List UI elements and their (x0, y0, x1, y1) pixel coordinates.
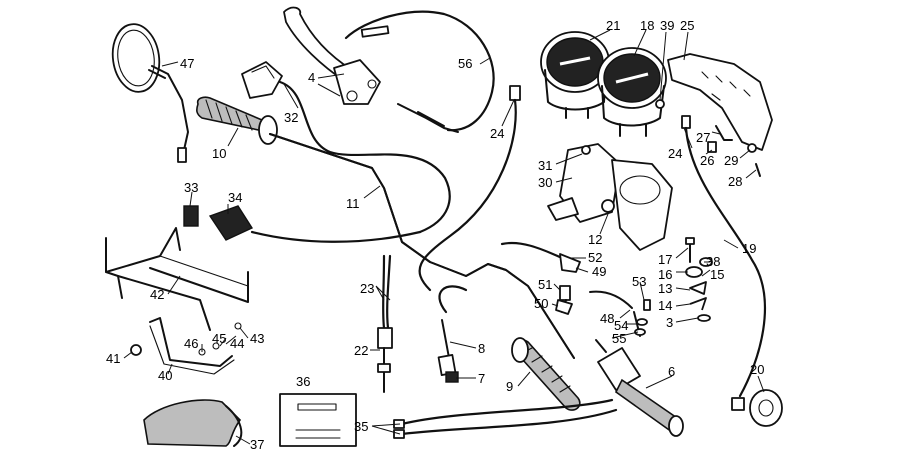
callout-28: 28 (728, 174, 742, 189)
manual-booklet (279, 393, 357, 447)
twin-cable (393, 398, 618, 439)
callout-18: 18 (640, 18, 654, 33)
callout-30: 30 (538, 175, 552, 190)
callout-43: 43 (250, 331, 264, 346)
callout-39: 39 (660, 18, 674, 33)
callout-7: 7 (478, 371, 485, 386)
callout-6: 6 (668, 364, 675, 379)
callout-56: 56 (458, 56, 472, 71)
speedometer (540, 31, 610, 119)
callout-26: 26 (700, 153, 714, 168)
speedometer-cable-center (418, 85, 521, 292)
tachometer (597, 47, 667, 137)
callout-38: 38 (706, 254, 720, 269)
brake-cable (377, 254, 393, 393)
callout-45: 45 (212, 331, 226, 346)
callout-4: 4 (308, 70, 315, 85)
callout-32: 32 (284, 110, 298, 125)
callout-48: 48 (600, 311, 614, 326)
tool-pouch (143, 399, 243, 447)
callout-12: 12 (588, 232, 602, 247)
callout-8: 8 (478, 341, 485, 356)
clutch-cable (437, 285, 468, 383)
throttle-cable (344, 10, 495, 133)
callout-33: 33 (184, 180, 198, 195)
callout-50: 50 (534, 296, 548, 311)
callout-23: 23 (360, 281, 374, 296)
callout-35: 35 (354, 419, 368, 434)
callout-labels: 47 4 56 21 18 39 25 32 10 24 27 24 26 29… (106, 18, 764, 451)
callout-36: 36 (296, 374, 310, 389)
callout-46: 46 (184, 336, 198, 351)
callout-54: 54 (614, 318, 628, 333)
light-switch (241, 61, 451, 234)
callout-31: 31 (538, 158, 552, 173)
horn-connector (183, 205, 422, 243)
callout-24-center: 24 (490, 126, 504, 141)
handlebar (269, 133, 575, 359)
small-fasteners-right (685, 237, 713, 322)
callout-29: 29 (724, 153, 738, 168)
callout-37: 37 (250, 437, 264, 451)
parts-drawing (105, 6, 783, 447)
callout-22: 22 (354, 343, 368, 358)
callout-9: 9 (506, 379, 513, 394)
callout-10: 10 (212, 146, 226, 161)
callout-40: 40 (158, 368, 172, 383)
right-grip (511, 337, 581, 411)
callout-44: 44 (230, 336, 244, 351)
callout-34: 34 (228, 190, 242, 205)
callout-19: 19 (742, 241, 756, 256)
instrument-bracket (547, 143, 673, 251)
mirror (111, 23, 189, 163)
callout-49: 49 (592, 264, 606, 279)
callout-53: 53 (632, 274, 646, 289)
callout-27: 27 (696, 130, 710, 145)
leader-lines (123, 29, 765, 445)
callout-51: 51 (538, 277, 552, 292)
callout-42: 42 (150, 287, 164, 302)
brake-switch-parts (500, 241, 651, 353)
speedometer-cable-right (681, 115, 766, 398)
callout-52: 52 (588, 250, 602, 265)
callout-25: 25 (680, 18, 694, 33)
callout-11: 11 (346, 196, 360, 211)
callout-41: 41 (106, 351, 120, 366)
callout-47: 47 (180, 56, 194, 71)
callout-55: 55 (612, 331, 626, 346)
clutch-lever (283, 6, 381, 105)
throttle-assembly (597, 347, 684, 437)
callout-17: 17 (658, 252, 672, 267)
mounting-bracket (105, 227, 249, 375)
left-grip (196, 96, 278, 145)
callout-3: 3 (666, 315, 673, 330)
callout-13: 13 (658, 281, 672, 296)
speedometer-drive (731, 389, 783, 427)
callout-21: 21 (606, 18, 620, 33)
callout-14: 14 (658, 298, 672, 313)
callout-24-right: 24 (668, 146, 682, 161)
callout-20: 20 (750, 362, 764, 377)
callout-15: 15 (710, 267, 724, 282)
instrument-cover (667, 53, 773, 151)
callout-16: 16 (658, 267, 672, 282)
